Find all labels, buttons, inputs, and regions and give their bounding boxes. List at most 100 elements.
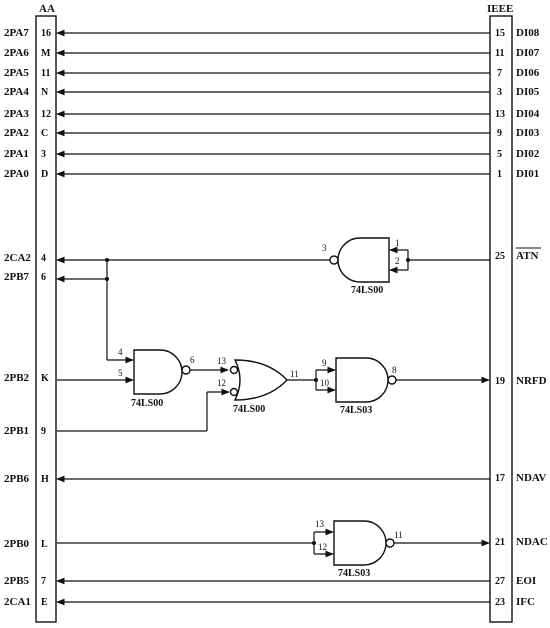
left-label: 2PA7	[4, 27, 29, 39]
nand1-pin-in1: 4	[118, 347, 123, 357]
data-bus-wires	[56, 29, 490, 178]
ndac-bubble	[385, 538, 395, 548]
atn-gate: 1 2 3 74LS00	[56, 237, 490, 364]
left-label: 2PB2	[4, 372, 30, 384]
right-label: NRFD	[516, 375, 547, 387]
junction-dot	[105, 277, 109, 281]
aa-connector	[35, 15, 57, 623]
ndac-pin-in2: 12	[318, 542, 327, 552]
junction-dot	[314, 378, 318, 382]
junction-dot	[312, 541, 316, 545]
aa-header: AA	[39, 3, 55, 15]
right-pin: 3	[497, 87, 502, 98]
right-label: EOI	[516, 575, 536, 587]
left-pins: 16 M 11 N 12 C 3 D 4 6 K 9 H L 7 E	[41, 28, 51, 608]
or1-pin-in1: 13	[217, 356, 227, 366]
right-pin: 7	[497, 68, 502, 79]
left-label: 2PA3	[4, 108, 29, 120]
left-label: 2PB7	[4, 271, 30, 283]
nrfd-bubble	[387, 375, 397, 385]
left-label: 2PA4	[4, 86, 29, 98]
right-pin: 1	[497, 169, 502, 180]
left-pin: 7	[41, 576, 46, 587]
ndac-body	[333, 520, 387, 566]
right-pins: 15 11 7 3 13 9 5 1 25 19 17 21 27 23	[495, 28, 505, 608]
left-label: 2PB1	[4, 425, 29, 437]
nand1-bubble	[181, 365, 191, 375]
right-label: DI04	[516, 108, 540, 120]
right-pin: 9	[497, 128, 502, 139]
right-pin: 13	[495, 109, 505, 120]
atn-chip-label: 74LS00	[351, 285, 383, 296]
ndac-chip-label: 74LS03	[338, 568, 370, 579]
left-pin: C	[41, 128, 48, 139]
right-label: NDAV	[516, 472, 546, 484]
right-pin: 11	[495, 48, 504, 59]
nand1-body	[133, 349, 183, 395]
right-label: NDAC	[516, 536, 548, 548]
right-label: DI05	[516, 86, 540, 98]
atn-pin-in2: 2	[395, 256, 400, 266]
left-pin: 6	[41, 272, 46, 283]
nand1-chip-label: 74LS00	[131, 398, 163, 409]
junction-dot	[406, 258, 410, 262]
left-pin: 12	[41, 109, 51, 120]
nrfd-chip-label: 74LS03	[340, 405, 372, 416]
right-pin: 25	[495, 251, 505, 262]
left-label: 2CA2	[4, 252, 31, 264]
or1-pin-out: 11	[290, 369, 299, 379]
right-pin: 23	[495, 597, 505, 608]
or1-pin-in2: 12	[217, 378, 226, 388]
ndac-pin-in1: 13	[315, 519, 325, 529]
left-pin: 4	[41, 253, 46, 264]
left-label: 2PA2	[4, 127, 29, 139]
right-label-atn: ATN	[516, 250, 538, 262]
nrfd-body	[335, 357, 389, 403]
left-pin: D	[41, 169, 48, 180]
left-pin: 9	[41, 426, 46, 437]
left-label: 2PA0	[4, 168, 29, 180]
atn-nand-bubble	[329, 255, 339, 265]
nrfd-pin-in1: 9	[322, 358, 327, 368]
right-label: DI03	[516, 127, 540, 139]
left-pin: 16	[41, 28, 51, 39]
atn-pin-in1: 1	[395, 238, 400, 248]
left-label: 2CA1	[4, 596, 31, 608]
nrfd-pin-out: 8	[392, 365, 397, 375]
nand1-gate: 4 5 6 74LS00	[57, 347, 229, 409]
nand1-pin-in2: 5	[118, 368, 123, 378]
right-pin: 15	[495, 28, 505, 39]
left-label: 2PB0	[4, 538, 30, 550]
left-label: 2PA5	[4, 67, 29, 79]
left-pin: M	[41, 48, 51, 59]
right-label: DI01	[516, 168, 539, 180]
left-pin: E	[41, 597, 48, 608]
right-pin: 19	[495, 376, 505, 387]
right-pin: 27	[495, 576, 505, 587]
or1-gate: 13 12 11 74LS00	[57, 356, 316, 432]
nrfd-pin-in2: 10	[320, 378, 330, 388]
junction-dot	[105, 258, 109, 262]
or1-chip-label: 74LS00	[233, 404, 265, 415]
left-label: 2PB6	[4, 473, 30, 485]
or1-bubble-in1	[229, 365, 239, 375]
right-pin: 5	[497, 149, 502, 160]
right-pin: 17	[495, 473, 505, 484]
ndac-gate: 13 12 11 74LS03	[57, 519, 490, 579]
left-pin: K	[41, 373, 49, 384]
or1-bubble-in2	[229, 387, 239, 397]
left-pin: 11	[41, 68, 50, 79]
nand1-pin-out: 6	[190, 355, 195, 365]
right-label: DI07	[516, 47, 540, 59]
right-label: DI08	[516, 27, 540, 39]
nrfd-gate: 9 10 8 74LS03	[314, 357, 490, 416]
left-labels: 2PA7 2PA6 2PA5 2PA4 2PA3 2PA2 2PA1 2PA0 …	[4, 27, 31, 608]
left-label: 2PA6	[4, 47, 29, 59]
left-label: 2PA1	[4, 148, 29, 160]
left-label: 2PB5	[4, 575, 30, 587]
right-labels: DI08 DI07 DI06 DI05 DI04 DI03 DI02 DI01 …	[516, 27, 548, 608]
atn-pin-out: 3	[322, 243, 327, 253]
right-label: DI06	[516, 67, 540, 79]
atn-nand-body	[337, 237, 390, 283]
